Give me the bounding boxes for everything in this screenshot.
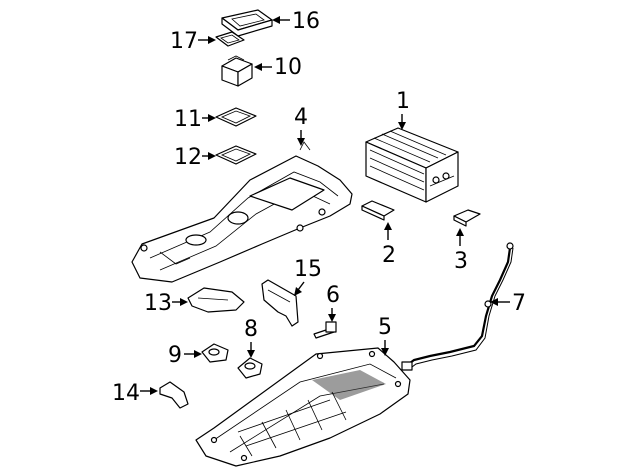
part-6-bolt: [313, 321, 337, 339]
svg-text:15: 15: [294, 257, 322, 282]
part-4-upper-housing: [131, 141, 353, 283]
part-11-gasket: [215, 107, 257, 127]
part-5-lower-tray: [195, 347, 411, 467]
callout-14: 14: [112, 381, 158, 406]
callout-15: 15: [294, 257, 322, 296]
svg-text:12: 12: [174, 145, 202, 170]
part-10-module: [221, 55, 253, 87]
callout-4: 4: [294, 105, 308, 146]
svg-text:6: 6: [326, 283, 340, 308]
callout-9: 9: [168, 343, 202, 368]
callout-16: 16: [272, 9, 320, 34]
callout-6: 6: [326, 283, 340, 322]
callout-1: 1: [396, 89, 410, 130]
part-14-clip: [159, 381, 189, 409]
svg-text:17: 17: [170, 29, 198, 54]
callout-13: 13: [144, 291, 188, 316]
part-9-grommet: [201, 343, 229, 363]
part-2-bracket: [361, 200, 395, 221]
callout-17: 17: [170, 29, 216, 54]
callout-5: 5: [378, 315, 392, 356]
svg-text:13: 13: [144, 291, 172, 316]
svg-text:5: 5: [378, 315, 392, 340]
part-8-grommet: [237, 357, 263, 379]
svg-text:2: 2: [382, 243, 396, 268]
callout-2: 2: [382, 222, 396, 268]
svg-text:1: 1: [396, 89, 410, 114]
svg-text:7: 7: [512, 291, 526, 316]
svg-text:16: 16: [292, 9, 320, 34]
part-17-gasket: [215, 31, 245, 47]
svg-text:10: 10: [274, 55, 302, 80]
callout-7: 7: [490, 291, 526, 316]
callout-10: 10: [254, 55, 302, 80]
callout-3: 3: [454, 228, 468, 274]
part-16-cover: [221, 9, 273, 37]
part-7-cable: [401, 242, 514, 371]
svg-text:3: 3: [454, 249, 468, 274]
callout-12: 12: [174, 145, 216, 170]
part-12-gasket: [215, 145, 257, 165]
part-15-bracket: [261, 279, 299, 327]
svg-text:14: 14: [112, 381, 140, 406]
svg-text:9: 9: [168, 343, 182, 368]
svg-text:8: 8: [244, 317, 258, 342]
callout-8: 8: [244, 317, 258, 358]
svg-text:11: 11: [174, 107, 202, 132]
part-13-cover: [187, 287, 245, 313]
part-1-battery-pack: [365, 127, 459, 203]
part-3-bracket: [453, 209, 481, 227]
svg-text:4: 4: [294, 105, 308, 130]
callout-11: 11: [174, 107, 216, 132]
